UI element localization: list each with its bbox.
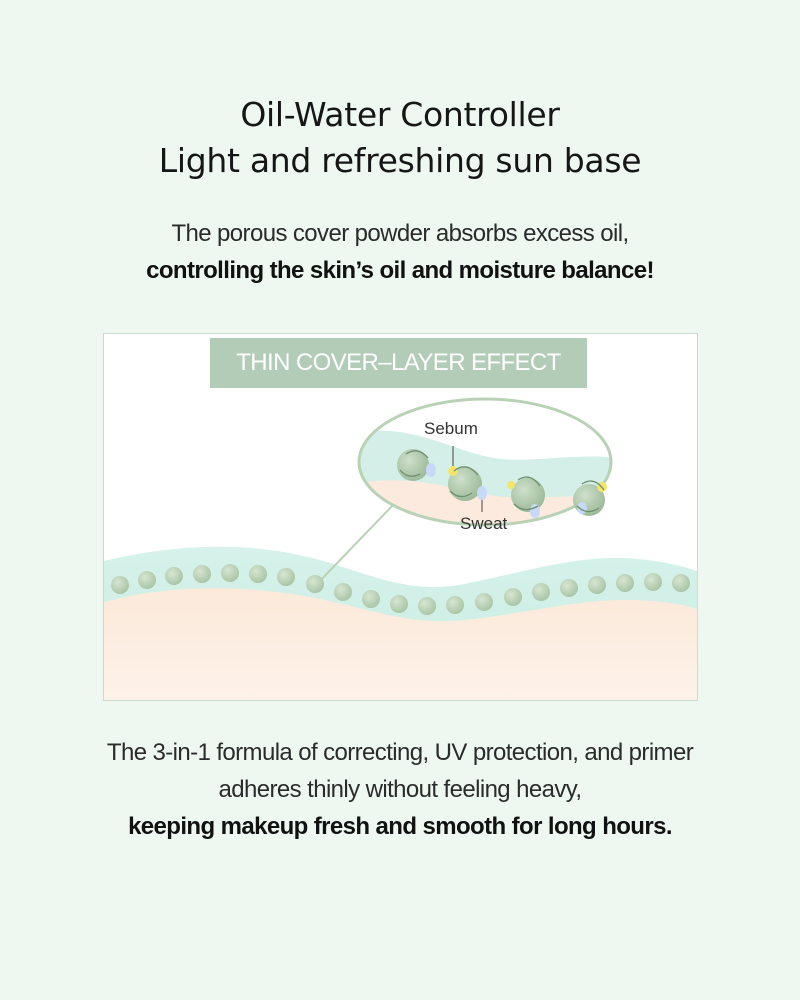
outro-line-2: adheres thinly without feeling heavy,	[218, 776, 583, 803]
intro-line-1: The porous cover powder absorbs excess o…	[171, 220, 629, 247]
callout-connector	[316, 503, 395, 585]
outro-line-1: The 3-in-1 formula of correcting, UV pro…	[106, 739, 694, 766]
diagram-illustration	[104, 397, 697, 700]
cover-layer-diagram: THIN COVER–LAYER EFFECT Sebum Sweat	[103, 333, 698, 701]
effect-label-box: THIN COVER–LAYER EFFECT	[210, 338, 587, 388]
headline: Oil-Water Controller Light and refreshin…	[0, 92, 800, 184]
headline-line-1: Oil-Water Controller	[240, 95, 560, 134]
headline-line-2: Light and refreshing sun base	[158, 141, 642, 180]
zoom-callout	[357, 397, 613, 527]
effect-label: THIN COVER–LAYER EFFECT	[236, 349, 561, 376]
outro-line-3: keeping makeup fresh and smooth for long…	[128, 813, 672, 840]
absorption-arrows	[399, 450, 605, 513]
intro-text: The porous cover powder absorbs excess o…	[0, 215, 800, 289]
sweat-label: Sweat	[460, 514, 508, 533]
outro-text: The 3-in-1 formula of correcting, UV pro…	[0, 734, 800, 845]
powder-particles	[111, 564, 690, 615]
sebum-label: Sebum	[424, 419, 478, 438]
skin-layer	[104, 588, 697, 700]
intro-line-2: controlling the skin’s oil and moisture …	[146, 257, 654, 284]
magnified-particles	[397, 449, 605, 516]
